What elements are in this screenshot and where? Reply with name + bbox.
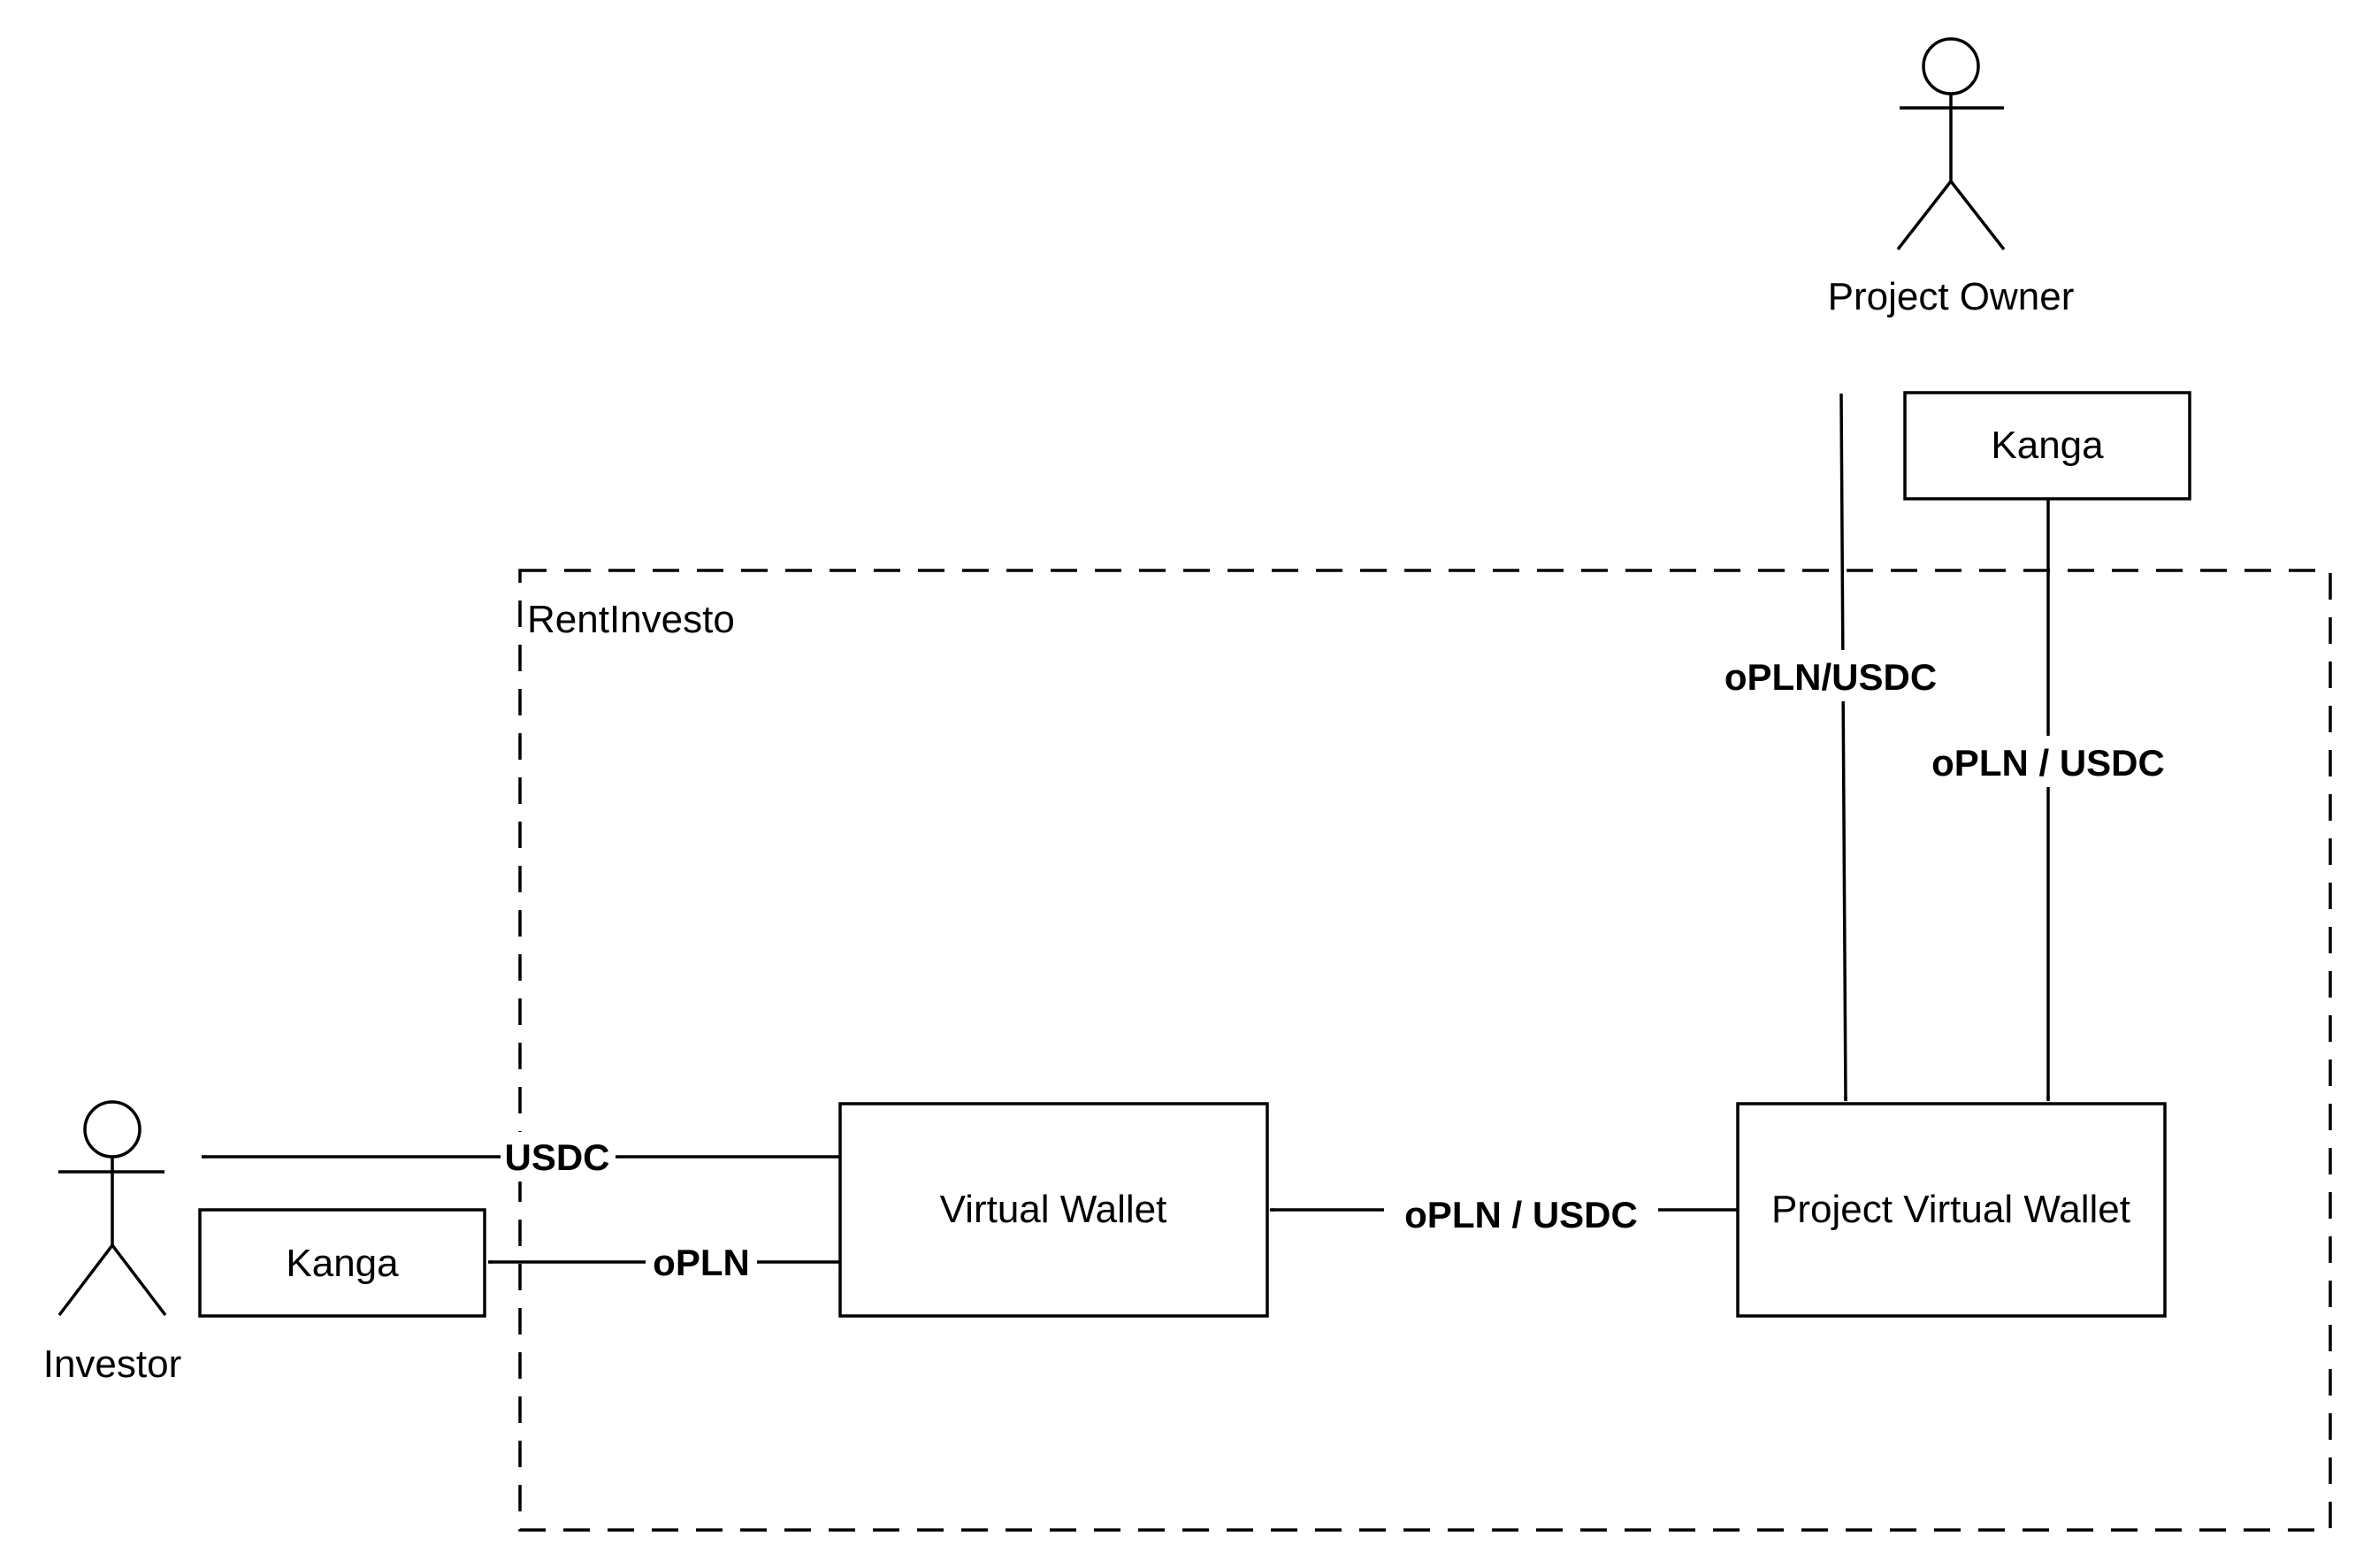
edge-pvw-label-bg [1384, 1185, 1658, 1236]
investor-label: Investor [43, 1342, 182, 1386]
project-owner-label: Project Owner [1828, 275, 2075, 318]
edge-owner-to-project-wallet[interactable] [1839, 393, 1848, 1102]
edge-owner-label-bg [1716, 650, 1946, 701]
virtual-wallet-label: Virtual Wallet [940, 1188, 1167, 1231]
kanga-top-box[interactable] [1903, 391, 2191, 501]
kanga-bottom-label: Kanga [286, 1242, 399, 1285]
edge-usdc-label-bg [501, 1132, 616, 1182]
rentinvesto-group-label: RentInvesto [527, 598, 735, 641]
edge-project-wallet-to-virtual-wallet-label: oPLN / USDC [1404, 1194, 1638, 1235]
edge-owner-to-project-wallet-label: oPLN/USDC [1724, 656, 1937, 698]
edge-kanga-label-bg [1919, 736, 2177, 787]
edge-virtual-wallet-to-kanga-label: oPLN [653, 1242, 750, 1283]
virtual-wallet-box[interactable] [838, 1102, 1269, 1318]
rentinvesto-group [518, 569, 2332, 1532]
investor-actor[interactable] [57, 1100, 167, 1317]
kanga-top-label: Kanga [1991, 424, 2104, 467]
edge-opln-label-bg [646, 1237, 757, 1287]
project-owner-actor[interactable] [1896, 37, 2006, 251]
project-virtual-wallet-box[interactable] [1736, 1102, 2167, 1318]
kanga-bottom-box[interactable] [198, 1208, 486, 1318]
project-virtual-wallet-label: Project Virtual Wallet [1771, 1188, 2130, 1231]
edge-virtual-wallet-to-investor-label: USDC [504, 1136, 609, 1178]
edge-kanga-to-project-wallet-label: oPLN / USDC [1931, 742, 2165, 784]
